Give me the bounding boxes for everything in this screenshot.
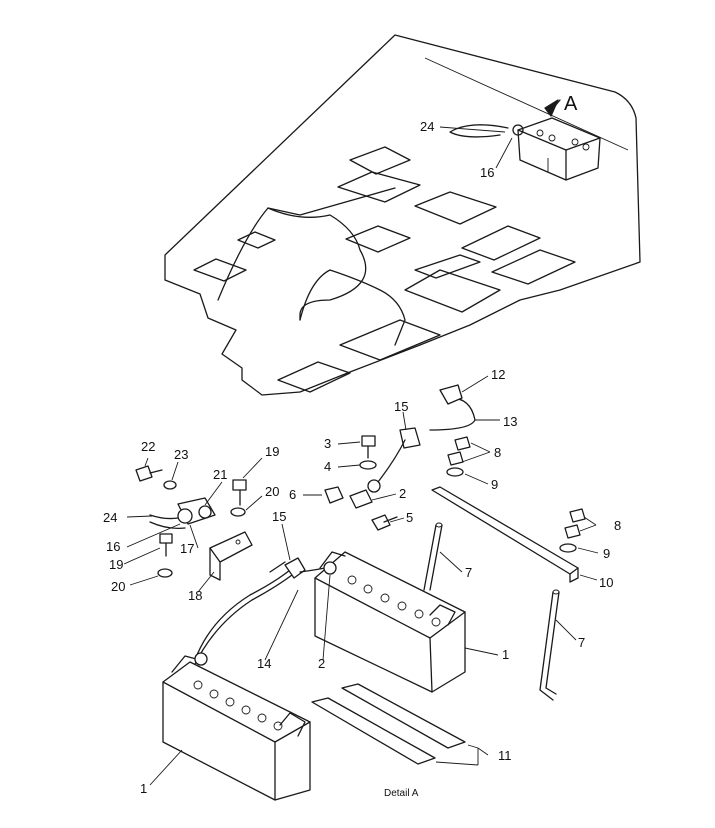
- callout-2-mid: 2: [399, 486, 406, 501]
- hardware-parts: [135, 435, 586, 765]
- callout-3: 3: [324, 436, 331, 451]
- callout-labels: A 24 16 12 15 13 3 4 8 9 22 23 19 21 20 …: [103, 93, 621, 799]
- callout-15-low: 15: [272, 509, 286, 524]
- callout-23: 23: [174, 447, 188, 462]
- callout-21: 21: [213, 467, 227, 482]
- callout-13: 13: [503, 414, 517, 429]
- callout-7-mid: 7: [465, 565, 472, 580]
- callout-22: 22: [141, 439, 155, 454]
- callout-20-left: 20: [111, 579, 125, 594]
- callout-19-left: 19: [109, 557, 123, 572]
- callout-8-right: 8: [614, 518, 621, 533]
- callout-15-top: 15: [394, 399, 408, 414]
- callout-8-mid: 8: [494, 445, 501, 460]
- callout-5: 5: [406, 510, 413, 525]
- detail-caption: Detail A: [384, 788, 419, 799]
- callout-14: 14: [257, 656, 271, 671]
- callout-16-top: 16: [480, 165, 494, 180]
- callout-17: 17: [180, 541, 194, 556]
- callout-24-left: 24: [103, 510, 117, 525]
- callout-18: 18: [188, 588, 202, 603]
- callout-9-right: 9: [603, 546, 610, 561]
- callout-11: 11: [498, 748, 512, 763]
- callout-1-right: 1: [502, 647, 509, 662]
- callout-19-top: 19: [265, 444, 279, 459]
- callout-20-top: 20: [265, 484, 279, 499]
- callout-1-left: 1: [140, 781, 147, 796]
- callout-12: 12: [491, 367, 505, 382]
- battery-left: [162, 655, 311, 801]
- cables: [194, 384, 476, 666]
- leader-lines: [123, 126, 599, 786]
- callout-16-left: 16: [106, 539, 120, 554]
- callout-9-mid: 9: [491, 477, 498, 492]
- callout-24-top: 24: [420, 119, 434, 134]
- callout-10: 10: [599, 575, 613, 590]
- callout-7-right: 7: [578, 635, 585, 650]
- detail-marker-label: A: [564, 93, 578, 115]
- battery-right: [314, 551, 466, 693]
- vehicle-frame: [164, 34, 641, 396]
- callout-2-low: 2: [318, 656, 325, 671]
- callout-6: 6: [289, 487, 296, 502]
- callout-4: 4: [324, 459, 331, 474]
